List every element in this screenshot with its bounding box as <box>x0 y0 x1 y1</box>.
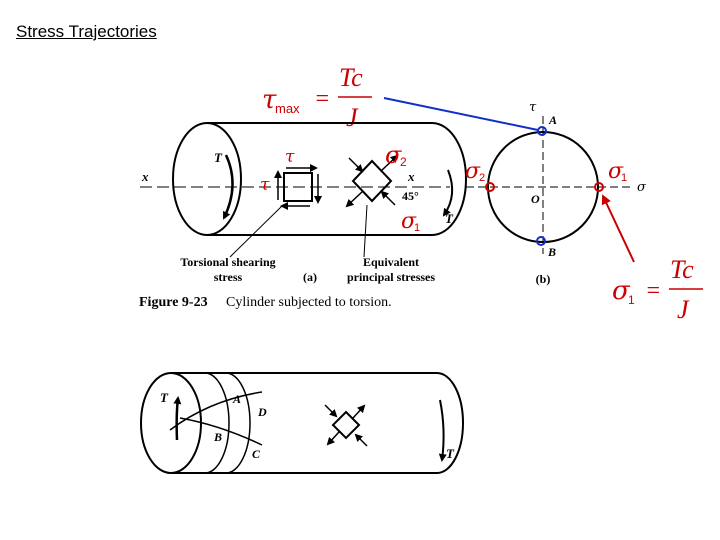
caption-principal-line2: principal stresses <box>347 270 435 284</box>
link-tau-max-to-A <box>383 97 539 131</box>
label-x-right: x <box>407 169 415 184</box>
tau-max-denominator: J <box>346 103 359 132</box>
caption-shear-line2: stress <box>214 270 243 284</box>
figure-b-mohr-circle <box>466 116 634 254</box>
marker-point-B <box>536 236 546 246</box>
label-sigma-axis: σ <box>637 180 647 195</box>
shear-element <box>283 172 313 202</box>
lower-cylinder-left-end <box>140 372 202 474</box>
lower-principal-element <box>331 410 361 440</box>
lower-arrow-ne <box>352 404 366 419</box>
lower-label-C: C <box>252 447 261 461</box>
tau-max-symbol: τ <box>262 85 277 115</box>
lower-label-A: A <box>232 392 241 406</box>
lower-arrow-nw <box>324 404 338 418</box>
principal-element <box>351 159 393 203</box>
lower-label-B: B <box>213 430 222 444</box>
lower-section-line-1 <box>204 372 230 474</box>
label-tau-axis: τ <box>529 100 537 115</box>
lower-label-T-right: T <box>446 446 455 461</box>
page-title: Stress Trajectories <box>16 22 157 41</box>
tau-max-numerator: Tc <box>339 63 363 92</box>
link-sigma1-equation <box>601 194 635 263</box>
tau-max-subscript: max <box>275 101 300 116</box>
lower-label-T-left: T <box>160 390 169 405</box>
sigma1-diagram-subscript: 1 <box>414 222 420 234</box>
sigma2-red-label-circle: σ 2 <box>465 159 485 184</box>
lower-torque-arrow-left <box>173 396 182 441</box>
label-point-A: A <box>548 113 557 127</box>
leader-principal <box>363 204 368 258</box>
sigma2-circle-subscript: 2 <box>479 172 485 184</box>
principal-arrow-nw <box>348 157 364 173</box>
lower-torque-arrow-right <box>438 399 447 462</box>
trajectory-B-D <box>169 391 263 431</box>
trajectory-A-C <box>179 417 263 446</box>
caption-shear-line1: Torsional shearing <box>180 255 275 269</box>
sigma1-red-label-circle: σ 1 <box>608 159 627 184</box>
sigma1-diagram-symbol: σ <box>401 209 417 234</box>
figure-lower-cylinder <box>140 372 464 474</box>
sigma1-circle-subscript: 1 <box>621 172 627 184</box>
marker-point-A <box>537 126 547 136</box>
lower-label-D: D <box>257 405 267 419</box>
marker-sigma1 <box>594 182 604 192</box>
label-part-b: (b) <box>536 272 551 286</box>
sigma1-eq-numerator: Tc <box>670 255 694 284</box>
label-tau-left: τ <box>260 175 270 195</box>
principal-arrow-ne <box>380 154 399 172</box>
sigma1-red-label-diagram: σ 1 <box>401 209 420 234</box>
label-45-degrees: 45° <box>402 189 419 203</box>
sigma1-circle-symbol: σ <box>608 159 624 184</box>
lower-arrow-sw <box>326 431 340 446</box>
principal-arrow-sw <box>345 190 364 208</box>
figure-caption-text: Cylinder subjected to torsion. <box>226 295 392 310</box>
sigma2-symbol: σ <box>385 141 402 169</box>
figure-number: Figure 9-23 <box>139 295 208 310</box>
leader-shear <box>229 204 284 258</box>
sigma1-eq-denominator: J <box>677 295 690 324</box>
label-tau-top: τ <box>285 147 295 167</box>
label-T-left: T <box>214 150 223 165</box>
lower-section-line-2 <box>225 372 251 474</box>
torque-arrow-left <box>222 154 234 220</box>
label-point-B: B <box>547 245 556 259</box>
label-T-right: T <box>445 211 454 226</box>
caption-principal-line1: Equivalent <box>363 255 419 269</box>
label-x-left: x <box>141 169 149 184</box>
sigma2-circle-symbol: σ <box>465 159 481 184</box>
lower-cylinder-right-end <box>436 372 464 474</box>
label-point-O: O <box>531 192 540 206</box>
sigma1-eq-equals: = <box>645 278 661 304</box>
marker-sigma2 <box>485 182 495 192</box>
label-part-a: (a) <box>303 270 317 284</box>
torque-arrow-right <box>442 169 454 217</box>
cylinder-left-end <box>172 122 242 236</box>
equation-sigma1: σ 1 = Tc J <box>612 255 703 324</box>
sigma2-subscript: 2 <box>400 155 407 169</box>
figure-a-cylinder <box>140 122 467 258</box>
principal-arrow-se <box>380 190 396 206</box>
equation-tau-max: τ max = Tc J <box>262 63 372 132</box>
sigma2-red-label: σ 2 <box>385 141 407 169</box>
lower-arrow-se <box>354 433 368 447</box>
sigma1-eq-subscript: 1 <box>628 293 635 307</box>
tau-max-equals: = <box>314 86 330 112</box>
cylinder-right-end <box>431 122 467 236</box>
sigma1-eq-symbol: σ <box>612 276 631 306</box>
